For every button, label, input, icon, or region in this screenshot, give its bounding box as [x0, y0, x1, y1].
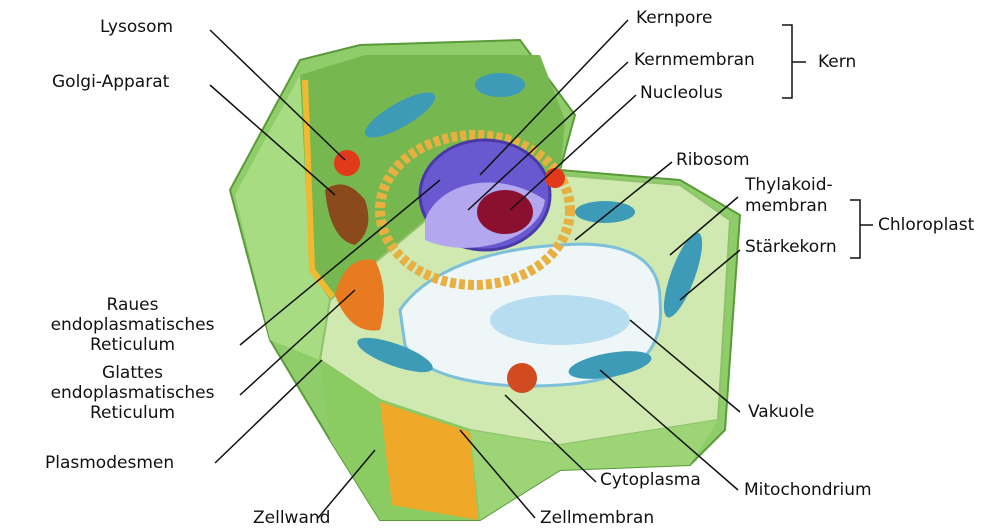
- label-zellwand: Zellwand: [253, 508, 331, 528]
- label-kernmembran: Kernmembran: [634, 50, 755, 70]
- mitochondrion-front: [568, 351, 652, 379]
- label-lysosom: Lysosom: [100, 17, 174, 37]
- label-cytoplasma: Cytoplasma: [600, 470, 701, 490]
- chloroplast-right: [663, 232, 703, 318]
- vacuole-inner: [490, 295, 630, 345]
- label-glattes-er-line2: endoplasmatisches: [50, 383, 215, 403]
- leader-lines: [209, 19, 873, 519]
- label-raues-er-line1: Raues: [106, 295, 159, 315]
- lysosome-3: [507, 363, 537, 393]
- label-raues-er-line2: endoplasmatisches: [50, 315, 215, 335]
- label-mitochondrium: Mitochondrium: [744, 480, 872, 500]
- label-kernpore: Kernpore: [636, 8, 713, 28]
- chloroplast-back: [575, 201, 635, 223]
- cell-wall-front-right: [470, 420, 718, 520]
- smooth-er: [335, 259, 384, 331]
- chloroplast-front-left: [357, 337, 433, 373]
- zellmembran-front: [380, 402, 478, 520]
- label-chloroplast: Chloroplast: [878, 215, 975, 235]
- label-zellmembran: Zellmembran: [540, 508, 655, 528]
- label-thylakoid-line1: Thylakoid-: [745, 175, 833, 195]
- label-ribosom: Ribosom: [676, 150, 750, 170]
- chloroplast: [364, 92, 436, 138]
- mitochondrion: [475, 73, 525, 97]
- label-glattes-er-line1: Glattes: [102, 363, 163, 383]
- golgi-apparatus: [325, 184, 369, 245]
- label-vakuole: Vakuole: [748, 402, 815, 422]
- label-staerkekorn: Stärkekorn: [745, 237, 837, 257]
- label-nucleolus: Nucleolus: [640, 83, 723, 103]
- lysosome-2: [545, 168, 565, 188]
- label-thylakoidmembran: Thylakoid- membran: [745, 175, 833, 217]
- label-raues-er-line3: Reticulum: [89, 335, 176, 355]
- label-glattes-er: Glattes endoplasmatisches Reticulum: [20, 363, 245, 423]
- label-thylakoid-line2: membran: [745, 196, 828, 216]
- label-golgi-apparat: Golgi-Apparat: [52, 72, 170, 92]
- label-kern: Kern: [818, 52, 857, 72]
- cell-membrane-edge: [302, 79, 338, 302]
- label-raues-er: Raues endoplasmatisches Reticulum: [20, 295, 245, 355]
- cell-wall-left: [235, 75, 330, 360]
- rough-er: [375, 130, 575, 290]
- label-plasmodesmen: Plasmodesmen: [45, 453, 175, 473]
- label-glattes-er-line3: Reticulum: [89, 403, 176, 423]
